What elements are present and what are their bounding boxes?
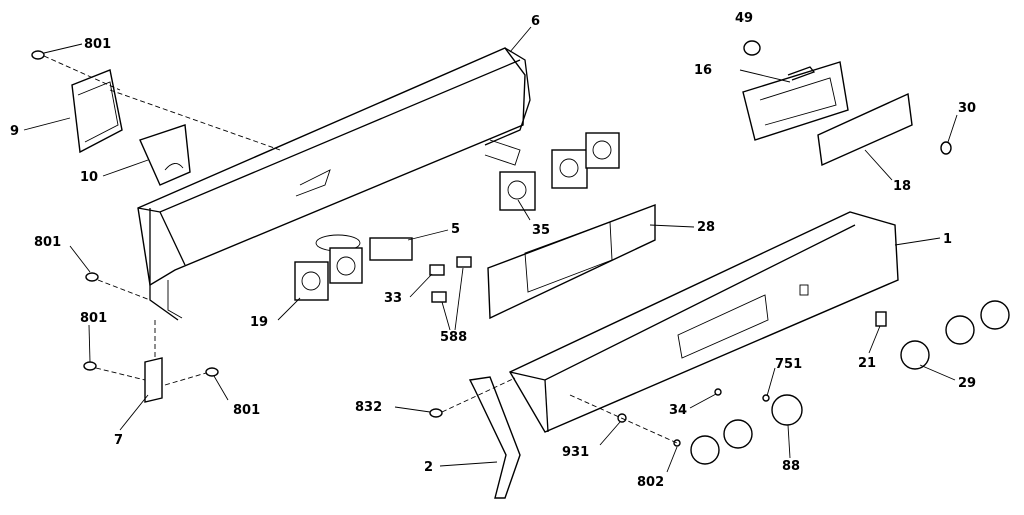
callout-7: 7 <box>114 433 123 448</box>
overlay-part-18 <box>817 92 913 167</box>
callout-801: 801 <box>34 235 61 250</box>
switch-part-19 <box>294 247 363 301</box>
callout-5: 5 <box>451 222 460 237</box>
bracket-part-10 <box>139 124 191 186</box>
part-21 <box>875 311 887 327</box>
callout-801: 801 <box>84 37 111 52</box>
bracket-part-9 <box>71 69 123 154</box>
part-751 <box>762 394 770 402</box>
callout-801: 801 <box>80 311 107 326</box>
callout-19: 19 <box>250 315 268 330</box>
callout-2: 2 <box>424 460 433 475</box>
knob-part-29 <box>900 300 1010 370</box>
callout-16: 16 <box>694 63 712 78</box>
back-panel-part <box>137 47 531 321</box>
callout-931: 931 <box>562 445 589 460</box>
callout-29: 29 <box>958 376 976 391</box>
callout-35: 35 <box>532 223 550 238</box>
callout-9: 9 <box>10 124 19 139</box>
screw-part-832 <box>429 408 443 418</box>
callout-21: 21 <box>858 356 876 371</box>
callout-588: 588 <box>440 330 467 345</box>
bracket-part-7 <box>144 357 163 403</box>
callout-49: 49 <box>735 11 753 26</box>
callout-30: 30 <box>958 101 976 116</box>
callout-28: 28 <box>697 220 715 235</box>
part-34 <box>714 388 722 396</box>
callout-801: 801 <box>233 403 260 418</box>
callout-1: 1 <box>943 232 952 247</box>
switch-part-5 <box>315 234 413 261</box>
callout-751: 751 <box>775 357 802 372</box>
callout-10: 10 <box>80 170 98 185</box>
callout-33: 33 <box>384 291 402 306</box>
part-802 <box>673 439 681 447</box>
knob-part-49 <box>743 40 761 56</box>
connector-part-33 <box>429 256 472 303</box>
callout-88: 88 <box>782 459 800 474</box>
overlay-part-28 <box>487 203 656 320</box>
switch-part-35 <box>499 132 620 211</box>
callout-832: 832 <box>355 400 382 415</box>
control-panel-part <box>509 211 899 433</box>
bracket-part-2 <box>468 376 521 499</box>
leader-lines <box>23 26 958 473</box>
callout-34: 34 <box>669 403 687 418</box>
callout-802: 802 <box>637 475 664 490</box>
callout-6: 6 <box>531 14 540 29</box>
callout-18: 18 <box>893 179 911 194</box>
knob-part-88 <box>690 394 803 465</box>
clock-timer-part <box>742 61 849 141</box>
part-30 <box>940 141 952 155</box>
